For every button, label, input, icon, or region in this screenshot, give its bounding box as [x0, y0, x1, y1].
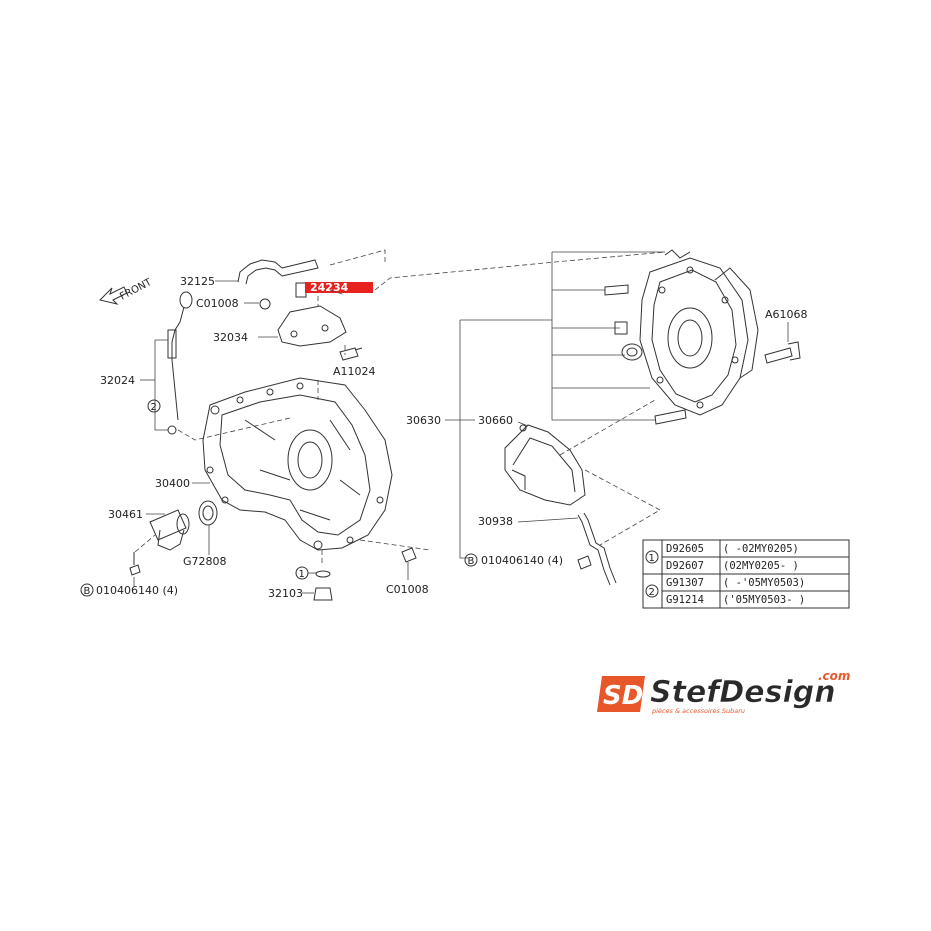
bolt-a61068 — [764, 341, 801, 364]
supersession-table: 1 2 D92605 ( -02MY0205) D92607 (02MY0205… — [642, 539, 850, 609]
table-cell-part: D92605 — [666, 543, 704, 555]
bolt-b-right — [577, 555, 592, 570]
label-b-left: 010406140 (4) — [96, 584, 178, 597]
breather-bracket — [277, 305, 347, 347]
svg-text:2: 2 — [151, 402, 157, 413]
nut-c01008-bottom — [401, 547, 417, 563]
label-30938: 30938 — [478, 515, 513, 528]
breather-assembly: 32125 24234 C01008 32034 A11024 — [180, 259, 376, 400]
label-30630: 30630 — [406, 414, 441, 427]
table-cell-part: G91214 — [666, 594, 704, 606]
case-bore — [287, 429, 333, 491]
label-32024: 32024 — [100, 374, 135, 387]
pipe-assembly: 30938 B 010406140 (4) — [464, 512, 617, 586]
bolt-b-left — [129, 552, 141, 576]
logo-tagline: pièces & accessoires Subaru — [651, 707, 745, 715]
extension-case — [639, 257, 749, 416]
logo-name: StefDesign — [650, 675, 836, 710]
breather-hose — [237, 259, 283, 283]
dipstick-neck — [171, 306, 185, 360]
table-group-two — [645, 584, 659, 598]
svg-text:1: 1 — [649, 553, 655, 564]
dipstick-assembly: 2 32024 — [100, 291, 291, 441]
dipstick-bracket — [154, 339, 168, 431]
front-cover-flange — [149, 509, 187, 541]
bolt-a11024 — [339, 347, 363, 361]
dowel-pin-top — [604, 284, 629, 296]
dipstick-seal — [167, 425, 177, 435]
label-32125: 32125 — [180, 275, 215, 288]
circle-mark-two — [147, 399, 161, 413]
svg-text:2: 2 — [649, 587, 655, 598]
svg-text:B: B — [468, 556, 475, 567]
label-30660: 30660 — [478, 414, 513, 427]
logo-mark-bg — [597, 676, 645, 712]
label-c01008-top: C01008 — [196, 297, 239, 310]
front-arrow-icon — [99, 286, 128, 305]
table-cell-range: ( -'05MY0503) — [723, 577, 805, 589]
highlight-part-number: 24234 — [310, 281, 349, 294]
group-bracket-30630 — [551, 251, 665, 421]
highlight-box — [305, 282, 373, 293]
dipstick-grip — [167, 329, 177, 359]
table-group-one — [645, 550, 659, 564]
dipstick-rod — [171, 359, 179, 421]
label-30400: 30400 — [155, 477, 190, 490]
bushing — [614, 321, 628, 335]
transfer-cover: 30660 — [478, 399, 661, 546]
drain-plug — [313, 587, 333, 601]
drain-gasket — [315, 570, 331, 578]
table-cell-range: ( -02MY0205) — [723, 543, 799, 555]
nut-c01008-top — [259, 298, 271, 310]
circle-mark-b-left — [80, 583, 94, 597]
front-arrow: FRONT — [99, 276, 154, 305]
stefdesign-logo: SD StefDesign .com pièces & accessoires … — [597, 669, 850, 715]
label-32034: 32034 — [213, 331, 248, 344]
label-b-right: 010406140 (4) — [481, 554, 563, 567]
transfer-cover-body — [504, 424, 586, 506]
label-30461: 30461 — [108, 508, 143, 521]
table-cell-range: ('05MY0503- ) — [723, 594, 805, 606]
breather-pipe — [281, 259, 319, 277]
front-cover-assembly: 30461 G72808 B 010406140 (4) — [80, 500, 227, 597]
oil-seal — [198, 500, 218, 526]
logo-domain: .com — [818, 669, 850, 683]
extension-bore — [667, 307, 713, 369]
label-a11024: A11024 — [333, 365, 376, 378]
seal-ring — [621, 343, 643, 361]
circle-mark-b-right — [464, 553, 478, 567]
svg-text:1: 1 — [299, 569, 305, 580]
table-cell-part: D92607 — [666, 560, 704, 572]
dipstick-ring — [179, 291, 193, 309]
label-32103: 32103 — [268, 587, 303, 600]
dowel-pin-bottom — [654, 409, 687, 425]
front-label: FRONT — [118, 276, 154, 302]
breather-cap — [295, 282, 307, 298]
extension-case-group: 30630 A61068 — [406, 249, 808, 559]
case-outline — [202, 377, 393, 551]
logo-mark: SD — [603, 681, 643, 711]
label-g72808: G72808 — [183, 555, 227, 568]
label-c01008-bottom: C01008 — [386, 583, 429, 596]
front-cover-tube — [157, 529, 185, 551]
table-cell-part: G91307 — [666, 577, 704, 589]
svg-text:B: B — [84, 586, 91, 597]
drain-plug-assembly: 1 32103 C01008 — [268, 539, 431, 601]
transmission-case: 30400 — [155, 377, 393, 551]
pipe-30938 — [577, 514, 611, 586]
breather-tube-right — [664, 249, 691, 259]
table-cell-range: (02MY0205- ) — [723, 560, 799, 572]
label-a61068: A61068 — [765, 308, 808, 321]
